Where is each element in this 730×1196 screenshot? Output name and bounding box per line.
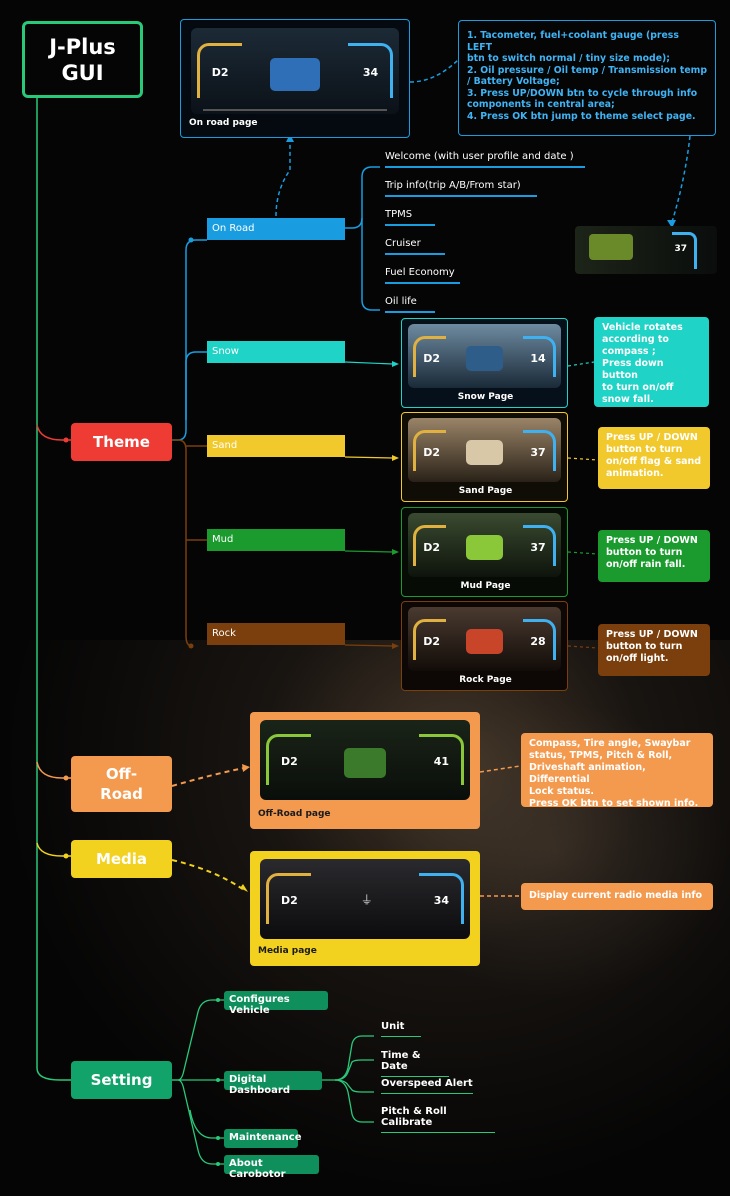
diagram-title: J-Plus GUI <box>22 21 143 98</box>
speed-readout: 34 <box>362 65 379 79</box>
sand-dashboard-screen: D2 37 <box>408 418 561 482</box>
vehicle-image <box>270 58 320 91</box>
speed-readout: 34 <box>433 894 449 908</box>
onroad-dashboard-screen: D2 34 <box>191 28 399 114</box>
onroad-thumb-shot: 37 <box>575 226 717 274</box>
spine-line <box>36 98 72 1081</box>
onroad-item-welcome: Welcome (with user profile and date ) <box>385 151 585 168</box>
media-page-caption: Media page <box>258 946 317 956</box>
onroad-page-caption: On road page <box>189 118 258 128</box>
onroad-item-trip: Trip info(trip A/B/From star) <box>385 180 537 197</box>
onroad-item-fuel: Fuel Economy <box>385 267 460 284</box>
setting-digital-dashboard: Digital Dashboard <box>224 1071 322 1096</box>
branch-media <box>36 842 72 857</box>
category-theme: Theme <box>71 423 172 461</box>
theme-rock: Rock <box>207 623 345 645</box>
gear-readout: D2 <box>423 541 441 555</box>
sand-note: Press UP / DOWN button to turn on/off fl… <box>598 427 710 489</box>
onroad-item-oil: Oil life <box>385 296 435 313</box>
theme-sand: Sand <box>207 435 345 457</box>
snow-page-caption: Snow Page <box>457 392 514 402</box>
gear-readout: D2 <box>281 894 298 908</box>
media-page-shot: D2 34 ⏚ Media page <box>250 851 480 966</box>
mud-page-caption: Mud Page <box>460 581 511 591</box>
dot-theme <box>63 437 69 443</box>
category-setting: Setting <box>71 1061 172 1099</box>
offroad-note: Compass, Tire angle, Swaybar status, TPM… <box>521 733 713 809</box>
theme-onroad: On Road <box>207 218 345 240</box>
vehicle-image <box>466 629 503 654</box>
dashboard-item-pitch: Pitch & Roll Calibrate <box>381 1106 495 1133</box>
dashboard-item-overspeed: Overspeed Alert <box>381 1078 473 1094</box>
rock-page-shot: D2 28 Rock Page <box>401 601 568 691</box>
vehicle-image <box>466 440 503 465</box>
speed-readout: 37 <box>530 446 546 460</box>
vehicle-image <box>466 346 503 371</box>
speed-readout: 37 <box>674 244 687 254</box>
category-offroad: Off- Road <box>71 756 172 812</box>
usb-icon: ⏚ <box>360 893 373 907</box>
sand-page-shot: D2 37 Sand Page <box>401 412 568 502</box>
speed-readout: 41 <box>433 755 449 769</box>
vehicle-image <box>466 535 503 560</box>
snow-dashboard-screen: D2 14 <box>408 324 561 388</box>
gear-readout: D2 <box>423 635 441 649</box>
gear-readout: D2 <box>423 352 441 366</box>
theme-snow: Snow <box>207 341 345 363</box>
snow-page-shot: D2 14 Snow Page <box>401 318 568 408</box>
gear-readout: D2 <box>211 65 229 79</box>
setting-configures-vehicle: Configures Vehicle <box>224 991 328 1016</box>
speed-readout: 28 <box>530 635 546 649</box>
mud-note: Press UP / DOWN button to turn on/off ra… <box>598 530 710 582</box>
gear-readout: D2 <box>281 755 298 769</box>
snow-note: Vehicle rotates according to compass ; P… <box>594 317 709 407</box>
offroad-page-shot: D2 41 Off-Road page <box>250 712 480 829</box>
onroad-item-tpms: TPMS <box>385 209 435 226</box>
speed-readout: 37 <box>530 541 546 555</box>
mud-page-shot: D2 37 Mud Page <box>401 507 568 597</box>
media-dashboard-screen: D2 34 ⏚ <box>260 859 470 939</box>
dashboard-item-unit: Unit <box>381 1021 421 1037</box>
dot-media <box>63 853 69 859</box>
vehicle-image <box>589 234 633 260</box>
speed-readout: 14 <box>530 352 546 366</box>
dashboard-item-time: Time & Date <box>381 1050 449 1077</box>
rock-dashboard-screen: D2 28 <box>408 607 561 671</box>
rock-page-caption: Rock Page <box>459 675 512 685</box>
mud-dashboard-screen: D2 37 <box>408 513 561 577</box>
onroad-page-shot: D2 34 On road page <box>180 19 410 138</box>
sand-page-caption: Sand Page <box>458 486 513 496</box>
offroad-dashboard-screen: D2 41 <box>260 720 470 800</box>
driveshaft-graphic <box>344 748 386 779</box>
onroad-item-cruiser: Cruiser <box>385 238 445 255</box>
dot-offroad <box>63 775 69 781</box>
category-media: Media <box>71 840 172 878</box>
offroad-page-caption: Off-Road page <box>258 809 331 819</box>
setting-about: About Carobotor <box>224 1155 319 1180</box>
theme-mud: Mud <box>207 529 345 551</box>
branch-theme <box>36 424 72 441</box>
onroad-note: 1. Tacometer, fuel+coolant gauge (press … <box>458 20 716 136</box>
gear-readout: D2 <box>423 446 441 460</box>
media-note: Display current radio media info <box>521 883 713 910</box>
setting-maintenance: Maintenance <box>224 1129 302 1148</box>
branch-offroad <box>36 761 72 779</box>
rock-note: Press UP / DOWN button to turn on/off li… <box>598 624 710 676</box>
